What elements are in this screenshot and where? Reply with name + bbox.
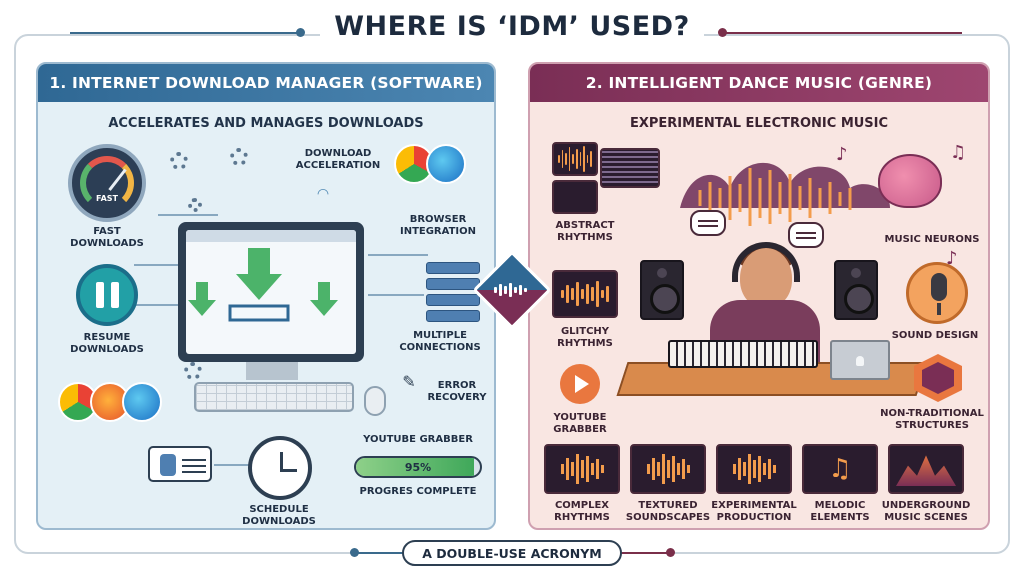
label-download-acceleration: DOWNLOAD ACCELERATION: [295, 148, 381, 171]
waveform-icon: [732, 454, 776, 484]
browser-icons-bottom: [58, 382, 162, 422]
waveform-icon: [646, 454, 690, 484]
label-multiple-connections: MULTIPLE CONNECTIONS: [399, 330, 481, 353]
play-icon: [560, 364, 600, 404]
footer-tag: A DOUBLE-USE ACRONYM: [402, 540, 622, 566]
label-sound-design: SOUND DESIGN: [891, 330, 979, 341]
title-line-left: [70, 32, 300, 34]
software-panel: 1. INTERNET DOWNLOAD MANAGER (SOFTWARE) …: [36, 62, 496, 530]
speech-bubble-icon: [690, 210, 726, 236]
feature-tile-label: TEXTURED SOUNDSCAPES: [625, 500, 711, 523]
clock-icon: [248, 436, 312, 500]
computer-monitor: [178, 222, 364, 362]
mouse-icon: [364, 386, 386, 416]
music-panel: 2. INTELLIGENT DANCE MUSIC (GENRE) EXPER…: [528, 62, 990, 530]
label-fast-downloads: FAST DOWNLOADS: [70, 226, 144, 249]
label-non-traditional-structures: NON-TRADITIONAL STRUCTURES: [880, 408, 984, 431]
title-line-right: [722, 32, 962, 34]
label-progress-complete: PROGRES COMPLETE: [359, 486, 477, 497]
feature-tile-label: COMPLEX RHYTHMS: [554, 500, 610, 523]
monitor-stand: [246, 362, 298, 380]
keyboard-icon: [194, 382, 354, 412]
circuit-line: [368, 294, 424, 296]
label-abstract-rhythms: ABSTRACT RHYTHMS: [555, 220, 615, 243]
software-panel-subtitle: ACCELERATES AND MANAGES DOWNLOADS: [108, 116, 424, 131]
title-dot-right: [718, 28, 727, 37]
wrench-icon: ✎: [402, 372, 416, 391]
gauge-text: FAST: [96, 194, 118, 203]
screen-icon: [552, 180, 598, 214]
brain-icon: [878, 154, 942, 208]
speaker-icon: [834, 260, 878, 320]
page-title: WHERE IS ‘IDM’ USED?: [320, 10, 704, 42]
label-music-neurons: MUSIC NEURONS: [884, 234, 980, 245]
music-note-icon: ♪: [946, 248, 958, 269]
wifi-icon: ◠: [317, 186, 329, 202]
database-icon: [148, 446, 212, 482]
speaker-icon: [640, 260, 684, 320]
server-stack-icon: [426, 262, 480, 326]
feature-tile: [716, 444, 792, 494]
label-youtube-grabber-music: YOUTUBE GRABBER: [553, 412, 607, 435]
waveform-icon: [552, 142, 598, 176]
label-glitchy-rhythms: GLITCHY RHYTHMS: [557, 326, 613, 349]
progress-bar: 95%: [354, 456, 482, 478]
music-panel-header: 2. INTELLIGENT DANCE MUSIC (GENRE): [530, 64, 988, 102]
center-waveform-icon: [494, 282, 530, 298]
polyhedron-icon: [914, 354, 962, 402]
gear-icon: [230, 148, 248, 166]
label-resume-downloads: RESUME DOWNLOADS: [70, 332, 144, 355]
progress-fill: [356, 458, 474, 476]
footer-line-left: [354, 552, 404, 554]
gear-icon: [188, 198, 202, 212]
laptop-icon: [830, 340, 890, 380]
download-arrows-icon: [188, 248, 338, 322]
feature-tile: [630, 444, 706, 494]
progress-percent: 95%: [404, 460, 432, 474]
sound-cloud-waveform: [680, 162, 890, 226]
circuit-line: [134, 304, 178, 306]
feature-tile: [544, 444, 620, 494]
label-error-recovery: ERROR RECOVERY: [427, 380, 487, 403]
feature-tile-label: MELODIC ELEMENTS: [810, 500, 870, 523]
gear-icon: [170, 152, 188, 170]
glitch-screen-icon: [600, 148, 660, 188]
speedometer-icon: FAST: [68, 144, 146, 222]
browser-icons-top: [394, 144, 466, 184]
footer-dot-right: [666, 548, 675, 557]
speech-bubble-icon: [788, 222, 824, 248]
circuit-line: [134, 264, 178, 266]
glitch-waveform-icon: [552, 270, 618, 318]
software-panel-header: 1. INTERNET DOWNLOAD MANAGER (SOFTWARE): [38, 64, 494, 102]
gear-icon: [184, 362, 202, 380]
label-browser-integration: BROWSER INTEGRATION: [399, 214, 477, 237]
title-row: WHERE IS ‘IDM’ USED?: [0, 6, 1024, 46]
music-note-icon: ♫: [950, 142, 967, 163]
feature-tile: [888, 444, 964, 494]
label-schedule-downloads: SCHEDULE DOWNLOADS: [242, 504, 316, 527]
headphones-icon: [732, 242, 800, 282]
synthesizer-keyboard: [668, 340, 818, 368]
title-dot-left: [296, 28, 305, 37]
feature-tile: ♫: [802, 444, 878, 494]
footer-line-right: [620, 552, 670, 554]
microphone-icon: [906, 262, 968, 324]
edge-icon: [426, 144, 466, 184]
music-note-icon: ♫: [828, 454, 852, 484]
circuit-line: [368, 254, 428, 256]
circuit-line: [214, 464, 254, 466]
circuit-line: [158, 214, 218, 216]
edge-icon: [122, 382, 162, 422]
pause-icon: [76, 264, 138, 326]
waveform-icon: [560, 454, 604, 484]
music-panel-subtitle: EXPERIMENTAL ELECTRONIC MUSIC: [629, 116, 889, 131]
feature-tile-label: EXPERIMENTAL PRODUCTION: [711, 500, 797, 523]
crowd-icon: [896, 455, 956, 486]
label-youtube-grabber: YOUTUBE GRABBER: [363, 434, 473, 445]
feature-tile-label: UNDERGROUND MUSIC SCENES: [881, 500, 971, 523]
footer-dot-left: [350, 548, 359, 557]
music-note-icon: ♪: [836, 144, 848, 165]
